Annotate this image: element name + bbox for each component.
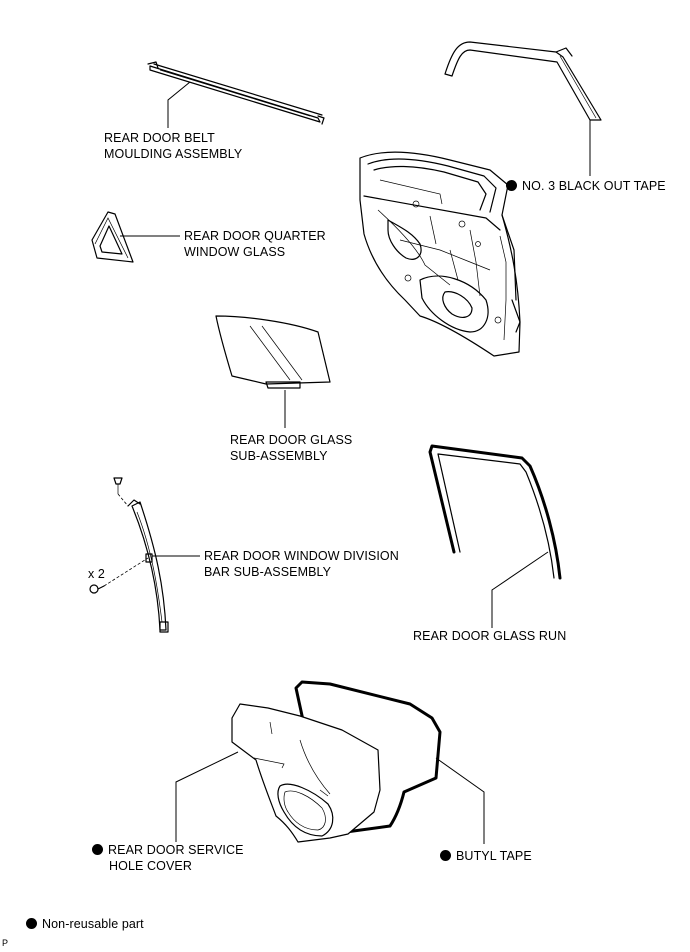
legend-non-reusable: Non-reusable part [26,916,144,932]
non-reusable-dot-icon [92,844,103,855]
quarter-glass-part [91,211,134,263]
label-black-out-tape-text: NO. 3 BLACK OUT TAPE [522,179,666,193]
label-belt-moulding: REAR DOOR BELT MOULDING ASSEMBLY [104,130,242,162]
label-black-out-tape: NO. 3 BLACK OUT TAPE [506,178,666,194]
label-service-cover-line1: REAR DOOR SERVICE [92,842,244,858]
label-quantity: x 2 [88,567,105,581]
glass-run-part [428,444,562,580]
label-division-bar-line2: BAR SUB-ASSEMBLY [204,565,332,579]
label-service-cover-text1: REAR DOOR SERVICE [108,843,244,857]
screw-top-dashline [117,493,129,507]
screw-part-bottom [89,584,105,594]
black-out-tape-part [444,41,602,121]
legend-non-reusable-text: Non-reusable part [42,917,144,931]
label-quarter-glass-line2: WINDOW GLASS [184,245,286,259]
label-door-glass: REAR DOOR GLASS SUB-ASSEMBLY [230,432,352,464]
belt-moulding-leader [167,81,191,128]
corner-mark: P [2,938,9,948]
label-belt-moulding-line1: REAR DOOR BELT [104,131,215,145]
label-glass-run: REAR DOOR GLASS RUN [413,629,567,643]
non-reusable-dot-icon [506,180,517,191]
label-door-glass-line1: REAR DOOR GLASS [230,433,353,447]
label-service-cover-line2: HOLE COVER [109,859,192,873]
glass-run-leader [491,551,549,628]
label-butyl-tape: BUTYL TAPE [440,848,532,864]
non-reusable-dot-icon [26,918,37,929]
rear-door-part [359,151,521,357]
screw-bottom-dashline [103,557,149,587]
butyl-tape-leader [435,757,485,844]
service-cover-leader [175,751,239,842]
label-division-bar-line1: REAR DOOR WINDOW DIVISION [204,549,399,563]
label-quarter-glass: REAR DOOR QUARTER WINDOW GLASS [184,228,326,260]
label-butyl-tape-text: BUTYL TAPE [456,849,532,863]
label-division-bar: REAR DOOR WINDOW DIVISION BAR SUB-ASSEMB… [204,548,399,580]
label-belt-moulding-line2: MOULDING ASSEMBLY [104,147,243,161]
label-quarter-glass-line1: REAR DOOR QUARTER [184,229,326,243]
service-cover-part [231,703,381,843]
screw-part-top [113,477,123,494]
door-glass-part [215,315,331,389]
division-bar-part [127,499,169,633]
label-door-glass-line2: SUB-ASSEMBLY [230,449,328,463]
non-reusable-dot-icon [440,850,451,861]
label-service-cover: REAR DOOR SERVICE HOLE COVER [92,842,244,874]
belt-moulding-part [147,61,325,125]
